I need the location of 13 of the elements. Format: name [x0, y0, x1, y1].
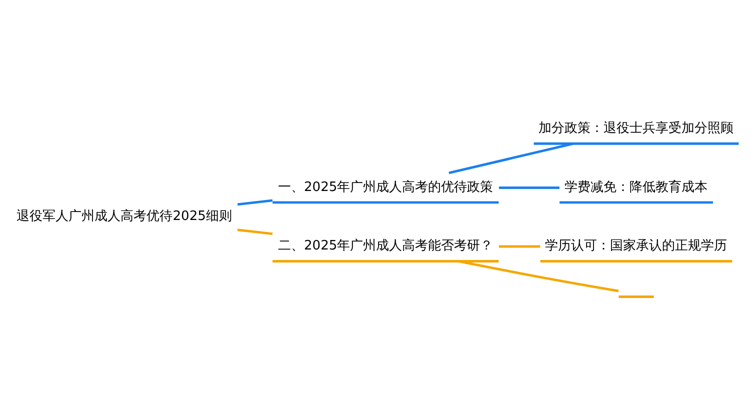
node-text: 加分政策：退役士兵享受加分照顾: [538, 120, 734, 136]
node-text: 一、2025年广州成人高考的优待政策: [278, 179, 494, 194]
node-text: 学费减免：降低教育成本: [564, 179, 708, 194]
node-bar: [618, 295, 654, 298]
connector: [448, 142, 574, 174]
connector: [237, 228, 273, 235]
connector: [498, 244, 540, 248]
node-text: 二、2025年广州成人高考能否考研？: [278, 238, 494, 254]
node-text: 退役军人广州成人高考优待2025细则: [16, 208, 232, 224]
connector: [498, 186, 560, 188]
connector: [458, 260, 619, 292]
node-text: 学历认可：国家承认的正规学历: [545, 238, 728, 254]
connector: [237, 198, 273, 206]
